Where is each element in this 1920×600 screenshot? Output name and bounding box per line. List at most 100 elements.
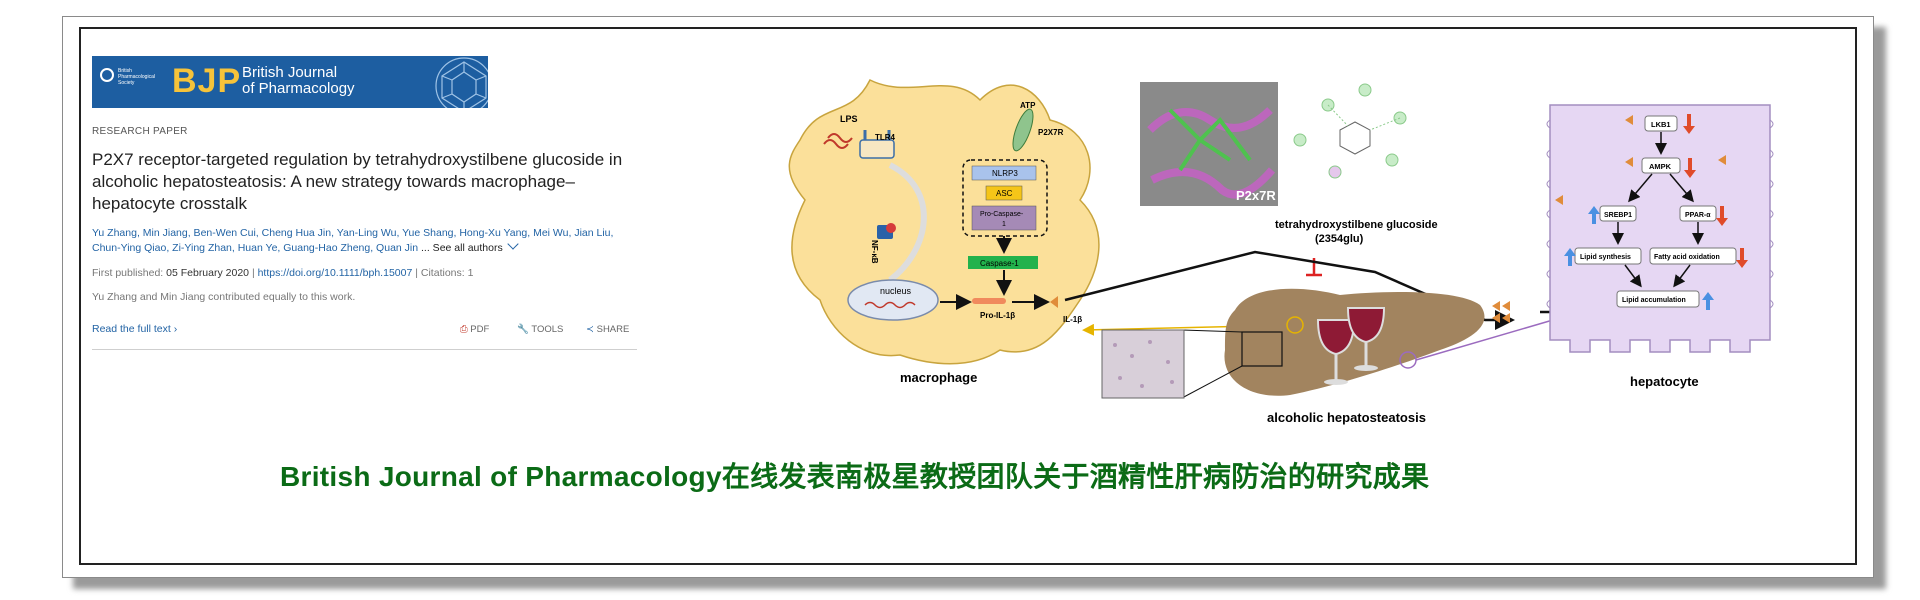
chevron-down-icon	[507, 238, 519, 250]
il1b-icon	[1050, 296, 1058, 308]
article-actions: Read the full text › ⎙ PDF 🔧 TOOLS ≺ SHA…	[92, 323, 637, 339]
docking-label: P2x7R	[1236, 188, 1276, 203]
compound-abbr: (2354glu)	[1315, 233, 1364, 245]
liver-spot-yellow	[1286, 316, 1304, 334]
il1b-to-hepatocyte-arrow	[1064, 250, 1515, 330]
article-card: British Pharmacological Society BJP Brit…	[92, 56, 637, 350]
lps-icon	[823, 133, 853, 149]
signal-arrow-gray	[888, 162, 927, 283]
macrophage-cell	[788, 78, 1100, 365]
publication-info: First published: 05 February 2020 | http…	[92, 267, 474, 279]
mechanism-figure: LPS TLR4 NF-κB nucleus ATP P2X7R NLRP3 A…	[788, 78, 1774, 425]
tlr4-icon	[859, 130, 895, 159]
lps-label: LPS	[840, 114, 858, 124]
histology-zoom-box	[1241, 331, 1283, 367]
divider	[92, 349, 637, 350]
nlrp3-box	[971, 165, 1037, 181]
caspase1-box	[968, 256, 1038, 269]
page-caption: British Journal of Pharmacology在线发表南极星教授…	[280, 461, 1430, 492]
read-full-text-link[interactable]: Read the full text ›	[92, 323, 178, 335]
up-arrow-icon	[1564, 206, 1714, 310]
equal-contribution-note: Yu Zhang and Min Jiang contributed equal…	[92, 291, 356, 303]
pro-caspase-label: Pro-Caspase-	[980, 211, 1024, 218]
docking-surface	[1147, 107, 1276, 199]
asc-label: ASC	[996, 189, 1013, 198]
pro-il1b-label: Pro-IL-1β	[980, 311, 1015, 320]
article-type: RESEARCH PAPER	[92, 126, 188, 137]
journal-name-line2: of Pharmacology	[242, 80, 355, 97]
ampk-to-srebp-arrow	[1628, 173, 1653, 203]
journal-acronym: BJP	[172, 62, 242, 100]
il1b-receptor-icon	[1555, 115, 1726, 205]
ampk-label: AMPK	[1649, 162, 1672, 171]
share-button[interactable]: ≺ SHARE	[586, 324, 629, 335]
p2x7r-label: P2X7R	[1038, 128, 1064, 137]
lkb1-box	[1644, 115, 1678, 132]
docking-ligand	[1168, 108, 1252, 172]
published-date: 05 February 2020	[166, 267, 250, 279]
fatty-acid-oxidation-label: Fatty acid oxidation	[1654, 254, 1720, 261]
geodesic-decoration-icon	[435, 57, 488, 108]
srebp1-box	[1599, 205, 1637, 222]
asc-box	[985, 185, 1023, 201]
lipid-accumulation-box	[1616, 290, 1700, 308]
citations-count[interactable]: Citations: 1	[420, 267, 474, 279]
see-all-label: ... See all authors	[421, 242, 503, 254]
histology-image	[1101, 329, 1185, 399]
p2x7r-channel-icon	[1012, 108, 1034, 152]
caspase1-label: Caspase-1	[980, 259, 1019, 268]
hepatocyte-label: hepatocyte	[1630, 374, 1699, 389]
ppara-box	[1679, 205, 1717, 222]
histology-texture	[1113, 340, 1174, 388]
article-title[interactable]: P2X7 receptor-targeted regulation by tet…	[92, 150, 623, 213]
nlrp3-label: NLRP3	[992, 169, 1018, 178]
synthesis-to-accumulation-arrow	[1624, 264, 1642, 288]
pdf-label: PDF	[470, 324, 490, 335]
microvilli	[1546, 119, 1774, 309]
nfkb-label: NF-κB	[870, 240, 879, 264]
wine-glass-icon-2	[1346, 307, 1386, 371]
oxidation-to-accumulation-arrow	[1673, 264, 1691, 288]
zoom-line-top	[1181, 329, 1243, 333]
share-label: SHARE	[596, 324, 630, 335]
pdf-button[interactable]: ⎙ PDF	[460, 324, 489, 335]
authors-text[interactable]: Yu Zhang, Min Jiang, Ben-Wen Cui, Cheng …	[92, 227, 614, 254]
tools-button[interactable]: 🔧 TOOLS	[517, 324, 563, 335]
pro-caspase-box	[971, 205, 1037, 231]
journal-banner[interactable]: British Pharmacological Society BJP Brit…	[92, 56, 488, 108]
doi-link[interactable]: https://doi.org/10.1111/bph.15007	[257, 267, 413, 279]
society-logo-icon	[100, 68, 114, 82]
down-arrow-icon	[1683, 114, 1748, 268]
compound-label: tetrahydroxystilbene glucoside	[1275, 219, 1438, 231]
ampk-box	[1641, 157, 1681, 174]
society-name: British Pharmacological Society	[118, 68, 155, 86]
nucleus	[847, 279, 939, 321]
wrench-icon: 🔧	[517, 324, 529, 335]
ampk-to-ppar-arrow	[1669, 173, 1694, 203]
pro-caspase-label-2: 1	[1002, 221, 1006, 228]
il1b-cluster-icon	[1492, 301, 1510, 323]
nfkb-marker	[886, 223, 896, 233]
il1b-label: IL-1β	[1063, 315, 1082, 324]
liver-label: alcoholic hepatosteatosis	[1267, 410, 1426, 425]
published-label: First published:	[92, 267, 164, 279]
fatty-acid-oxidation-box	[1649, 247, 1737, 265]
share-icon: ≺	[586, 324, 594, 335]
interaction-diagram	[1293, 83, 1407, 179]
hepatocyte-cell	[1549, 104, 1771, 353]
see-all-authors[interactable]: ... See all authors	[421, 238, 519, 254]
pdf-icon: ⎙	[460, 324, 468, 335]
tlr4-label: TLR4	[875, 133, 896, 142]
lipid-synthesis-label: Lipid synthesis	[1580, 254, 1631, 261]
author-list: Yu Zhang, Min Jiang, Ben-Wen Cui, Cheng …	[92, 226, 632, 256]
wine-glass-icon	[1316, 319, 1356, 385]
liver-to-hepatocyte-arrow	[1415, 311, 1573, 361]
tools-label: TOOLS	[531, 324, 564, 335]
inner-border	[79, 27, 1857, 565]
liver-illustration	[1224, 288, 1485, 396]
dna-icon	[864, 301, 916, 309]
journal-name-line1: British Journal	[242, 64, 338, 81]
ppara-label: PPAR-α	[1685, 212, 1711, 219]
lkb1-label: LKB1	[1651, 120, 1671, 129]
macrophage-label: macrophage	[900, 370, 977, 385]
